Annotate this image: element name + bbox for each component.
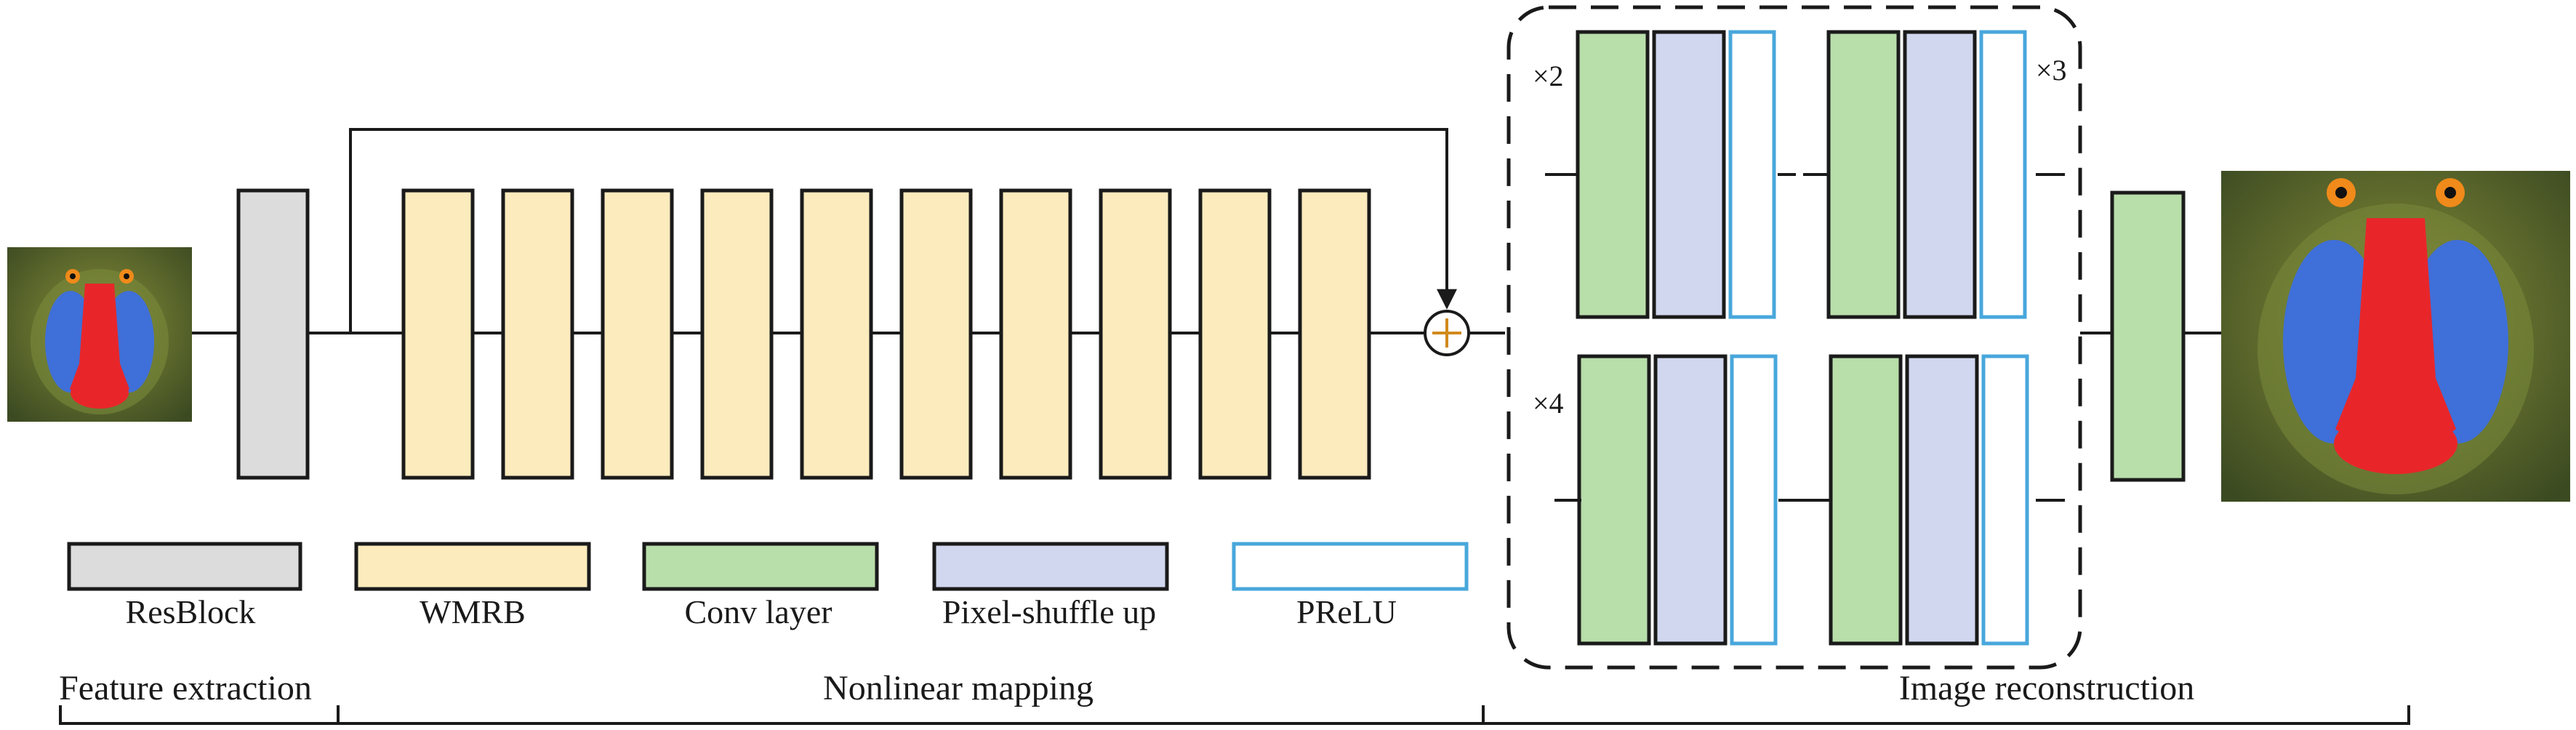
conv-block: [1826, 30, 1901, 319]
legend-swatch-prelu: [1232, 542, 1469, 591]
wmrb-block: [501, 188, 574, 480]
wmrb-block: [1198, 188, 1272, 480]
legend-label-wmrb: WMRB: [420, 593, 526, 630]
resblock-block: [236, 188, 310, 480]
sum-node: [1424, 310, 1470, 356]
legend-label-pixel-shuffle: Pixel-shuffle up: [942, 593, 1156, 630]
upsample-x2-group: [1576, 30, 1776, 319]
section-label-nonlinear-mapping: Nonlinear mapping: [823, 669, 1094, 707]
section-label-image-reconstruction: Image reconstruction: [1899, 669, 2195, 707]
pixel-shuffle-block: [1652, 30, 1726, 319]
pixel-shuffle-block: [1653, 354, 1728, 646]
upsample-x3-group: [1826, 30, 2027, 319]
legend: ResBlock WMRB Conv layer Pixel-shuffle u…: [67, 542, 1469, 630]
wmrb-block: [800, 188, 873, 480]
legend-label-conv: Conv layer: [684, 593, 832, 630]
wmrb-block: [601, 188, 674, 480]
reconstruction-connectors: [1545, 173, 2065, 502]
conv-block: [1829, 354, 1903, 646]
multiplier-x2: ×2: [1533, 60, 1564, 92]
legend-swatch-conv: [642, 542, 879, 591]
legend-swatch-resblock: [67, 542, 302, 591]
legend-label-prelu: PReLU: [1296, 593, 1397, 630]
section-bracket: [59, 705, 2410, 725]
prelu-block: [1981, 354, 2029, 646]
multiplier-x4: ×4: [1533, 387, 1564, 420]
wmrb-block: [401, 188, 475, 480]
wmrb-block: [999, 188, 1072, 480]
pixel-shuffle-block: [1903, 30, 1977, 319]
legend-label-resblock: ResBlock: [126, 593, 256, 630]
wmrb-block: [899, 188, 973, 480]
reconstruction-region: [1506, 5, 2082, 670]
section-label-feature-extraction: Feature extraction: [59, 669, 312, 707]
output-image: [2221, 171, 2570, 502]
upsample-x4-group-a: [1577, 354, 1778, 646]
wmrb-block: [700, 188, 774, 480]
prelu-block: [1728, 30, 1776, 319]
input-image: [7, 247, 192, 422]
skip-connection-arrow: [349, 128, 1457, 333]
final-conv-block: [2110, 190, 2186, 482]
wmrb-block: [1298, 188, 1371, 480]
legend-swatch-pixel-shuffle: [932, 542, 1169, 591]
wmrb-blocks: [401, 188, 1371, 480]
wmrb-block: [1099, 188, 1172, 480]
conv-block: [1577, 354, 1651, 646]
upsample-x4-group-b: [1829, 354, 2029, 646]
prelu-block: [1730, 354, 1778, 646]
multiplier-x3: ×3: [2036, 54, 2067, 87]
prelu-block: [1979, 30, 2027, 319]
conv-block: [1576, 30, 1650, 319]
upsample-groups: [1576, 30, 2029, 646]
pixel-shuffle-block: [1905, 354, 1979, 646]
legend-swatch-wmrb: [354, 542, 591, 591]
